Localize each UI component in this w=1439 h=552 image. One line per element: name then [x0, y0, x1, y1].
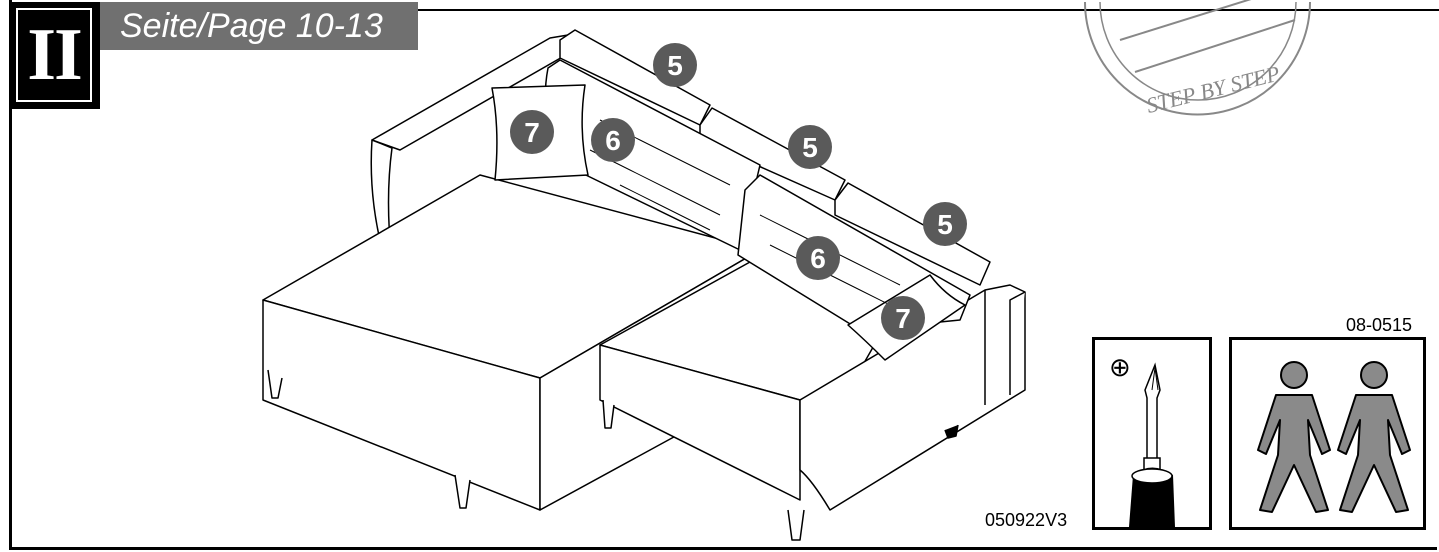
- phillips-screwdriver-icon: [1129, 362, 1175, 527]
- step-number-box: II: [9, 2, 100, 109]
- callout-6-b: [796, 236, 840, 280]
- callout-7-b-label: 7: [895, 303, 911, 334]
- header-rule: [418, 9, 1439, 11]
- callout-5-b: [788, 125, 832, 169]
- sofa: [262, 29, 1026, 541]
- callout-7-a-label: 7: [524, 117, 540, 148]
- phillips-symbol: ⊕: [1109, 352, 1131, 382]
- two-persons-box: [1229, 337, 1426, 530]
- callout-6-b-label: 6: [810, 243, 826, 274]
- callout-6-a-label: 6: [605, 125, 621, 156]
- callout-5-a: [653, 43, 697, 87]
- callout-5-a-label: 5: [667, 50, 683, 81]
- code-top-right: 08-0515: [1346, 315, 1413, 335]
- code-bottom: 050922V3: [985, 510, 1068, 530]
- step-number: II: [27, 14, 83, 96]
- callout-7-a: [510, 110, 554, 154]
- callout-5-c-label: 5: [937, 209, 953, 240]
- page-reference: Seite/Page 10-13: [100, 2, 418, 50]
- callout-5-b-label: 5: [802, 132, 818, 163]
- callouts: 5 5 5 6 6 7 7: [510, 43, 967, 340]
- stamp-text: STEP BY STEP: [1144, 61, 1283, 118]
- step-by-step-stamp: STEP BY STEP: [1084, 0, 1311, 118]
- page-frame: [9, 0, 1437, 550]
- callout-5-c: [923, 202, 967, 246]
- screwdriver-box: ⊕: [1092, 337, 1212, 530]
- callout-7-b: [881, 296, 925, 340]
- two-persons-icon: [1257, 361, 1411, 513]
- callout-6-a: [591, 118, 635, 162]
